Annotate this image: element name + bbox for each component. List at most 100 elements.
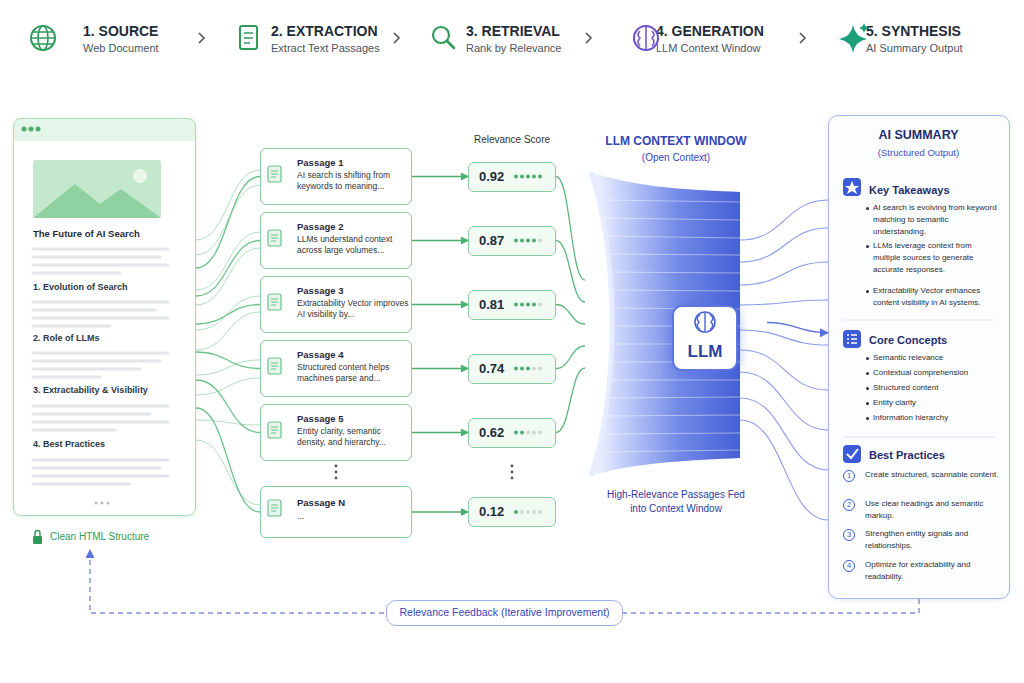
connector — [412, 240, 468, 241]
summary-text: 2 — [843, 499, 855, 511]
extraction-fibers — [196, 440, 260, 505]
summary-panel: AI SUMMARY(Structured Output)Key Takeawa… — [828, 115, 1010, 599]
brain-icon — [634, 26, 658, 50]
connector — [556, 177, 585, 281]
summary-text: (Structured Output) — [829, 147, 1008, 159]
node-text: Passage 2 — [297, 221, 343, 233]
node-text: Passage 1 — [297, 157, 343, 169]
brain-icon — [638, 27, 654, 49]
vertical-ellipsis — [335, 465, 514, 480]
context-window — [591, 172, 612, 476]
node-text: 2. Role of LLMs — [33, 333, 183, 344]
connector — [196, 352, 260, 369]
connector — [196, 177, 260, 269]
node-text: AI search is shifting from keywords to m… — [297, 170, 409, 192]
step-label: 5. SYNTHESIS — [866, 23, 961, 41]
connector — [196, 408, 260, 512]
sparkle-icon — [839, 23, 869, 53]
synthesis-fibers — [740, 200, 828, 520]
synthesis-fibers — [740, 300, 828, 305]
step-label: Rank by Relevance — [466, 42, 561, 56]
synthesis-fibers — [740, 262, 828, 285]
node-text: The Future of AI Search — [33, 228, 183, 240]
sparkle-icon — [839, 25, 867, 53]
node-text: 0.87 — [479, 233, 504, 249]
vertical-ellipsis — [335, 471, 338, 474]
summary-text: LLMs leverage context from multiple sour… — [873, 240, 1001, 276]
extraction-fibers — [196, 248, 260, 305]
step-label: AI Summary Output — [866, 42, 963, 56]
connector — [196, 305, 260, 325]
browser-frame — [13, 118, 196, 516]
summary-text: AI search is evolving from keyword match… — [873, 202, 1001, 238]
context-window — [591, 172, 740, 476]
step-label: 1. SOURCE — [83, 23, 158, 41]
summary-text: AI SUMMARY — [829, 128, 1008, 144]
step-label: Web Document — [83, 42, 159, 56]
step-label: 4. GENERATION — [656, 23, 764, 41]
vertical-ellipsis — [511, 477, 514, 480]
globe-icon — [31, 26, 55, 50]
node-text: Passage 4 — [297, 349, 343, 361]
passage-box: Passage 1AI search is shifting from keyw… — [260, 148, 412, 205]
synthesis-fibers — [740, 350, 828, 390]
node-text: Structured content helps machines parse … — [297, 362, 409, 384]
llm-box: LLM — [672, 305, 738, 371]
vertical-ellipsis — [511, 465, 514, 468]
node-text: Passage 5 — [297, 413, 343, 425]
summary-text: 3 — [843, 529, 855, 541]
step-label: Extract Text Passages — [271, 42, 380, 56]
document-window: The Future of AI Search1. Evolution of S… — [13, 118, 196, 550]
summary-text: Use clear headings and semantic markup. — [865, 498, 1003, 522]
search-icon — [433, 27, 454, 48]
vertical-ellipsis — [335, 477, 338, 480]
node-text: LLM — [674, 341, 736, 362]
passage-box: Passage 2LLMs understand context across … — [260, 212, 412, 269]
node-text: 0.92 — [479, 169, 504, 185]
node-text: LLMs understand context across large vol… — [297, 234, 409, 256]
summary-text: Structured content — [873, 382, 1001, 394]
score-box: 0.62 — [468, 418, 556, 448]
synthesis-fibers — [740, 398, 828, 470]
node-text: 0.62 — [479, 425, 504, 441]
connector — [556, 241, 585, 303]
score-box: 0.12 — [468, 497, 556, 527]
lock-icon — [33, 536, 42, 544]
summary-text: Information hierarchy — [873, 412, 1001, 424]
connector — [412, 304, 468, 305]
step-label: LLM Context Window — [656, 42, 761, 56]
summary-text: Best Practices — [869, 449, 945, 463]
summary-text: Extractability Vector enhances content v… — [873, 285, 1001, 309]
connector — [767, 323, 828, 333]
connector — [556, 346, 585, 369]
connector — [412, 368, 468, 369]
synthesis-fibers — [740, 330, 828, 345]
summary-text: Strengthen entity signals and relationsh… — [865, 528, 1003, 552]
node-text: 4. Best Practices — [33, 439, 183, 450]
globe-icon — [31, 32, 55, 44]
node-text: Entity clarity, semantic density, and hi… — [297, 426, 409, 448]
score-box: 0.81 — [468, 290, 556, 320]
document-icon — [240, 26, 257, 49]
connector — [196, 241, 260, 297]
extraction-fibers — [196, 185, 260, 255]
step-label: 2. EXTRACTION — [271, 23, 378, 41]
node-text: Passage N — [297, 497, 345, 509]
node-text: 0.74 — [479, 361, 504, 377]
connector — [412, 432, 468, 433]
summary-text: Entity clarity — [873, 397, 1001, 409]
extraction-fibers — [196, 296, 260, 330]
step-label: 3. RETRIEVAL — [466, 23, 560, 41]
extraction-fibers — [196, 170, 260, 240]
node-text: LLM CONTEXT WINDOW — [585, 134, 767, 149]
node-text: Extractability Vector improves AI visibi… — [297, 298, 409, 320]
passage-box: Passage N... — [260, 486, 412, 538]
context-window — [605, 200, 740, 452]
search-icon — [433, 27, 449, 43]
brain-icon — [634, 26, 658, 50]
extraction-fibers — [196, 360, 260, 375]
node-text: (Open Context) — [585, 152, 767, 165]
node-text: Passage 3 — [297, 285, 343, 297]
extraction-fibers — [196, 312, 260, 350]
